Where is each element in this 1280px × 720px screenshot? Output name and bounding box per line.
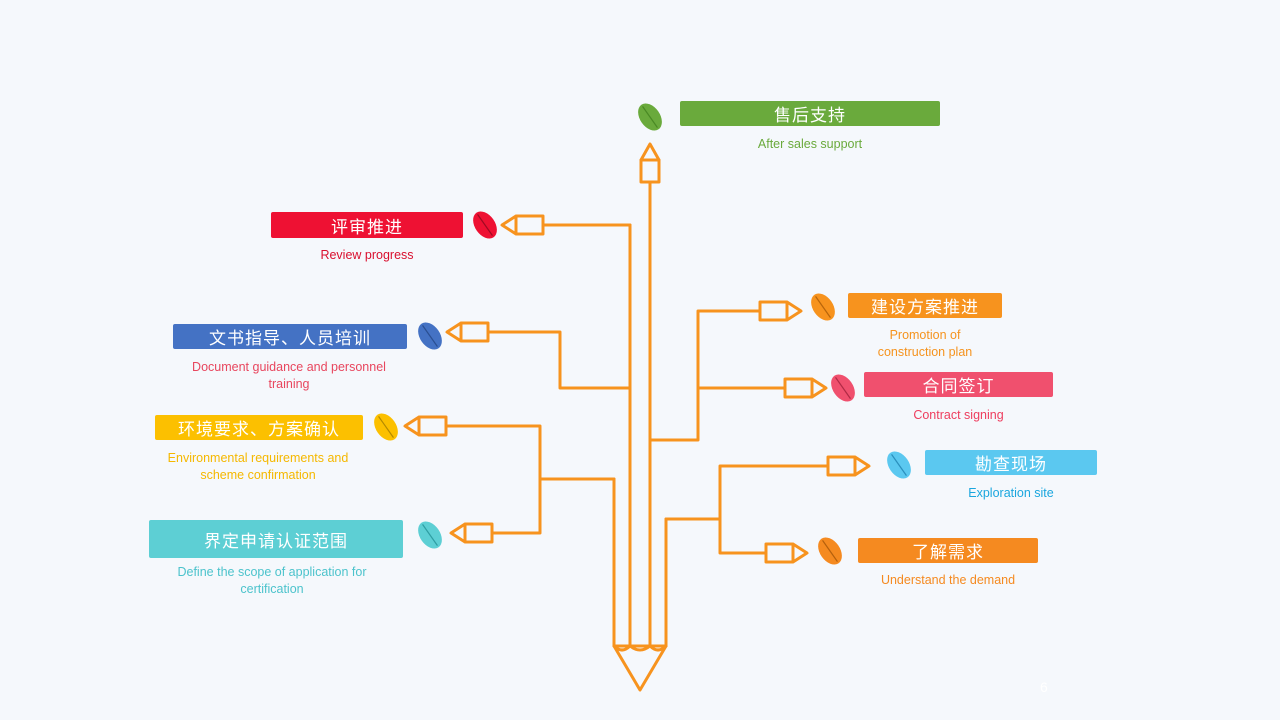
- step-document-subtitle: Document guidance and personnel training: [192, 360, 386, 391]
- pencil-tip: [612, 644, 668, 692]
- step-demand-subtitle: Understand the demand: [880, 573, 1016, 587]
- step-demand-title: 了解需求: [858, 538, 1038, 563]
- step-plan-title: 建设方案推进: [848, 293, 1002, 318]
- pencil-connector-review: [500, 214, 545, 236]
- leaf-icon-review: [473, 211, 497, 239]
- branch-document: [486, 330, 632, 390]
- leaf-icon-demand: [818, 537, 842, 565]
- step-plan-subtitle: Promotion of construction plan: [877, 328, 973, 359]
- step-document-title: 文书指导、人员培训: [173, 324, 407, 349]
- leaf-icon-exploration: [887, 451, 911, 479]
- branch-exploration-demand: [664, 464, 830, 555]
- leaf-icon-scope: [418, 521, 442, 549]
- step-scope-subtitle: Define the scope of application for cert…: [177, 565, 367, 596]
- branch-env-scope: [444, 424, 616, 535]
- page-number: 6: [1040, 679, 1048, 695]
- pencil-connector-contract: [783, 377, 828, 399]
- step-scope-title: 界定申请认证范围: [149, 520, 403, 558]
- pencil-tip-scallop: [612, 644, 668, 652]
- pencil-connector-plan: [758, 300, 803, 322]
- leaf-icon-after-sales: [638, 103, 662, 131]
- step-exploration-title: 勘查现场: [925, 450, 1097, 475]
- top-pencil-tip: [639, 142, 661, 162]
- pencil-connector-document: [445, 321, 490, 343]
- leaf-icon-environment: [374, 413, 398, 441]
- step-after-sales-title: 售后支持: [680, 101, 940, 126]
- step-review-title: 评审推进: [271, 212, 463, 238]
- pencil-connector-env: [403, 415, 448, 437]
- step-review-subtitle: Review progress: [320, 248, 414, 262]
- leaf-icon-contract: [831, 374, 855, 402]
- pencil-connector-exploration: [826, 455, 871, 477]
- step-environment-title: 环境要求、方案确认: [155, 415, 363, 440]
- step-contract-subtitle: Contract signing: [913, 408, 1004, 422]
- leaf-icon-document: [418, 322, 442, 350]
- branch-plan-contract: [648, 309, 787, 442]
- step-environment-subtitle: Environmental requirements and scheme co…: [167, 451, 349, 482]
- step-contract-title: 合同签订: [864, 372, 1053, 397]
- step-exploration-subtitle: Exploration site: [968, 486, 1054, 500]
- pencil-connector-scope: [449, 522, 494, 544]
- pencil-connector-demand: [764, 542, 809, 564]
- top-pencil-body: [639, 158, 661, 184]
- step-after-sales-subtitle: After sales support: [757, 137, 863, 151]
- leaf-icon-plan: [811, 293, 835, 321]
